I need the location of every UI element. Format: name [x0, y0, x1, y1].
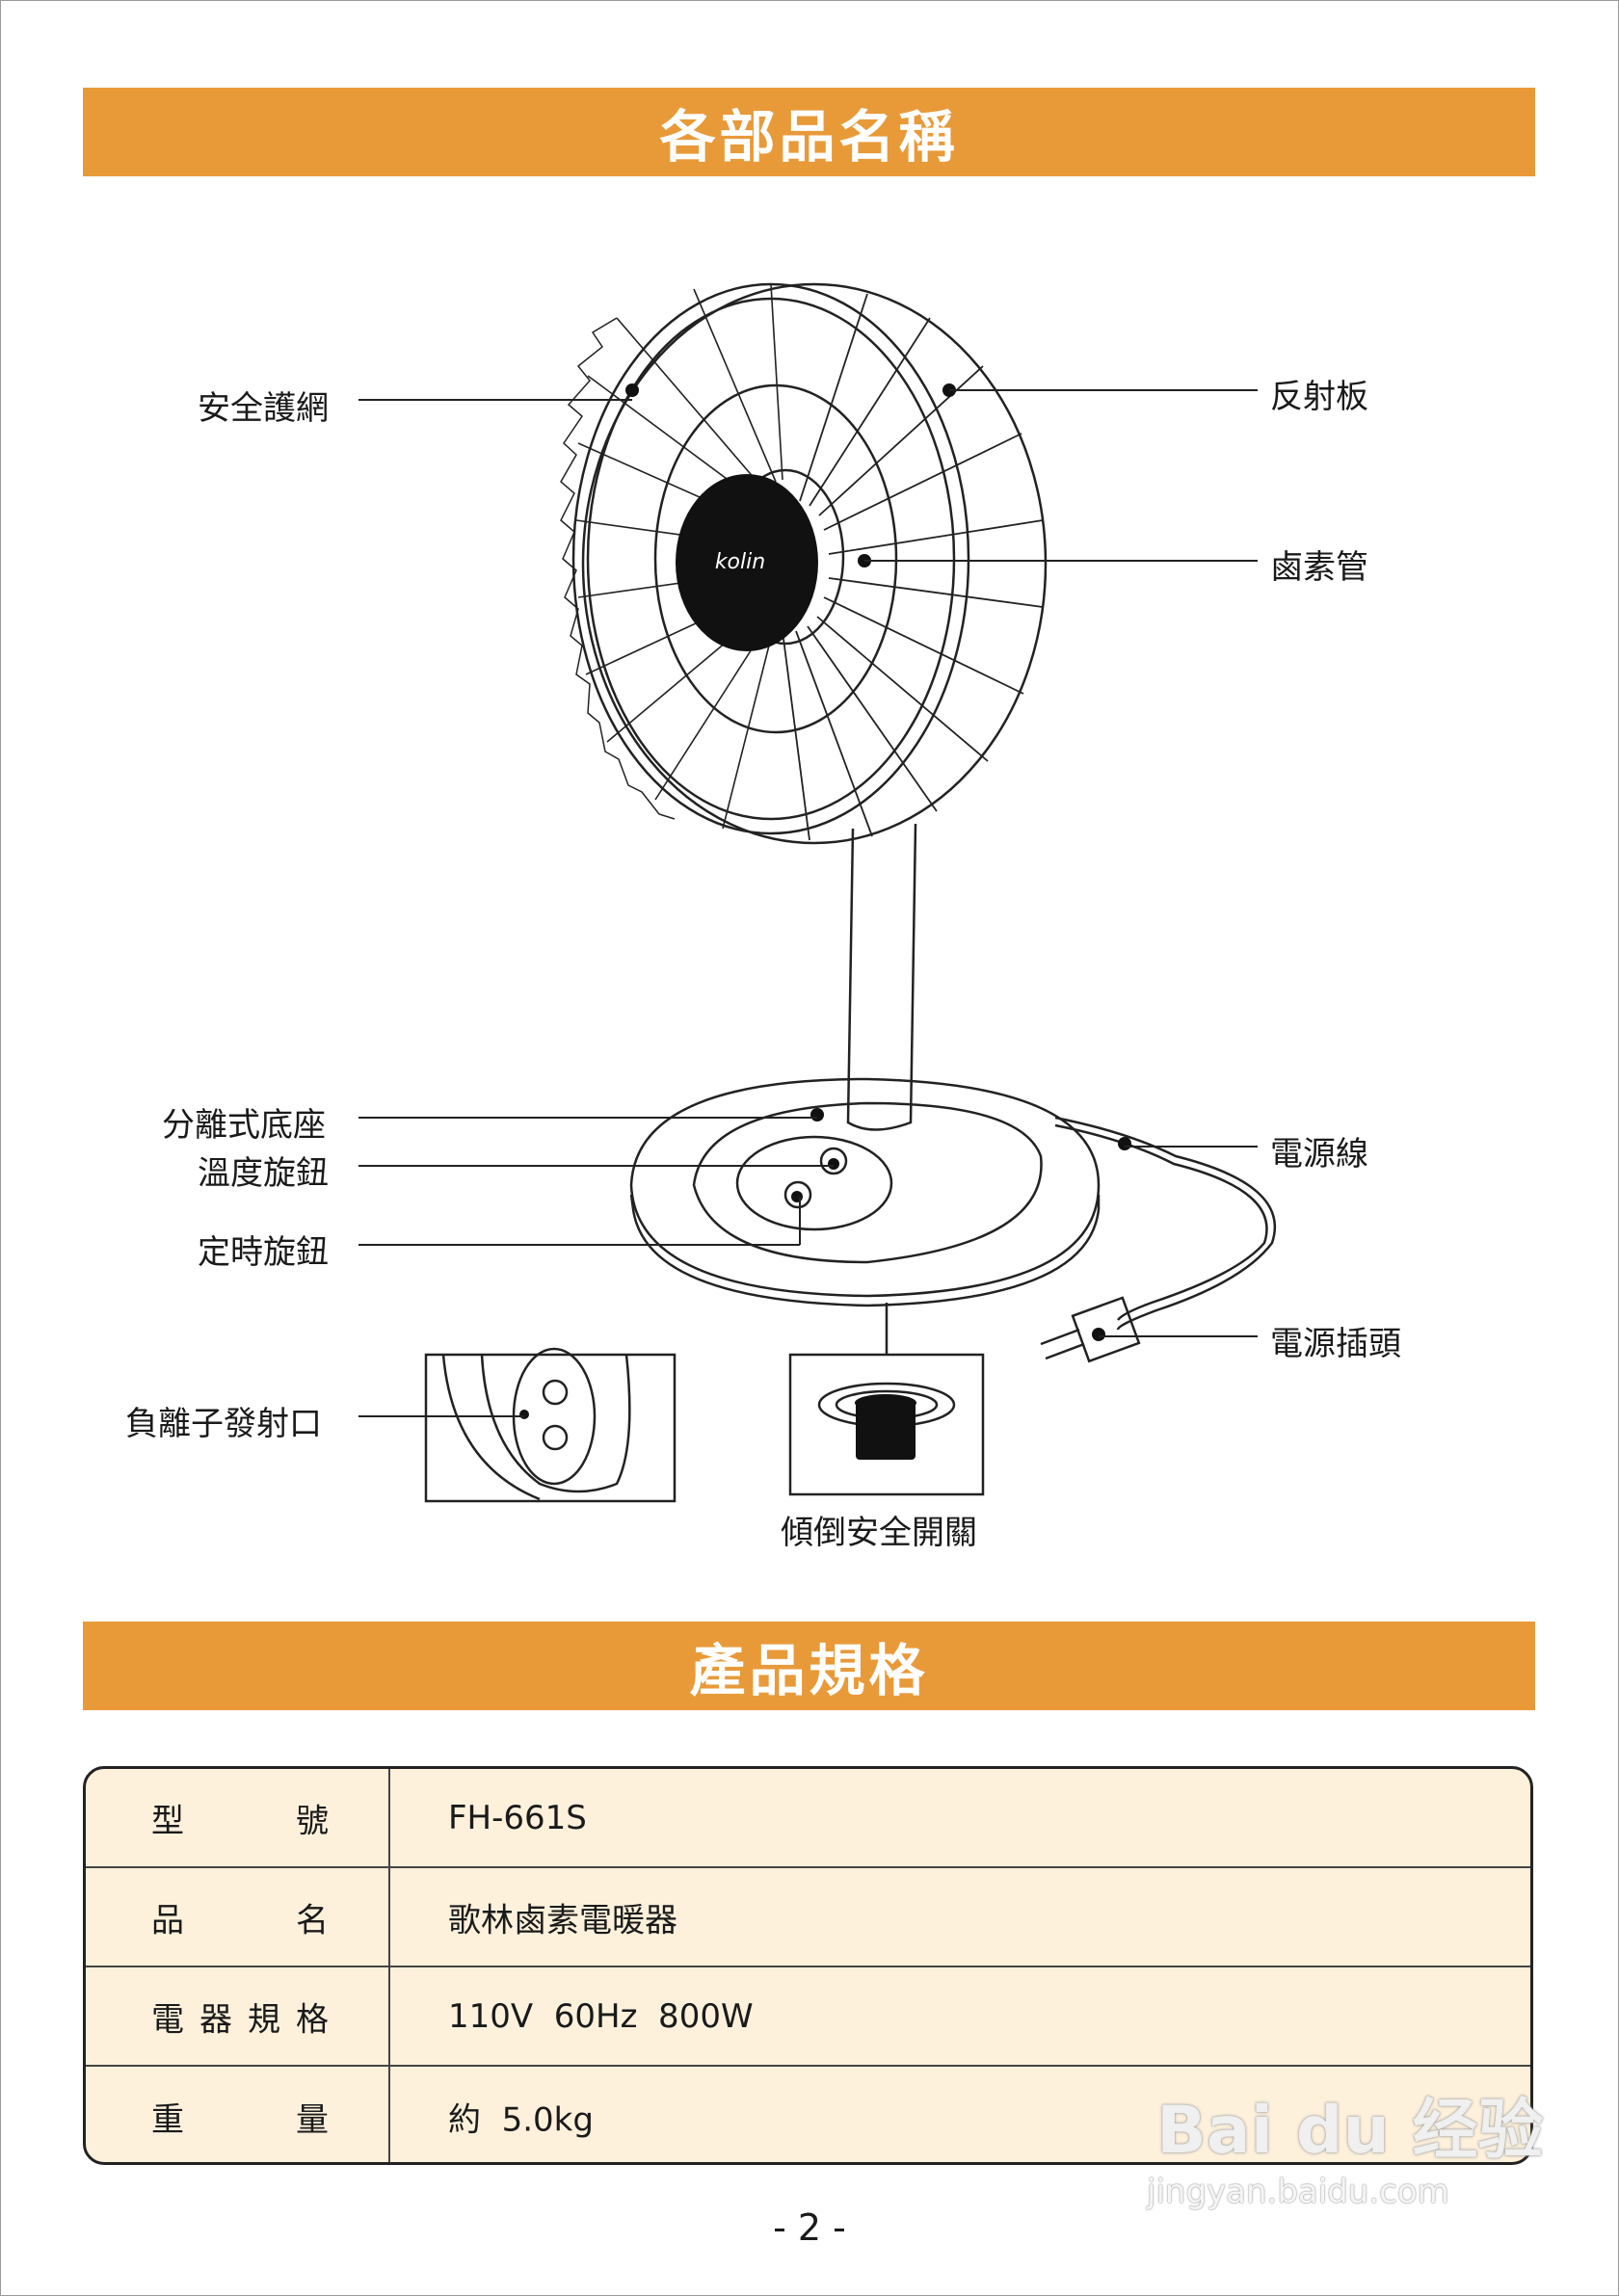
- heater-base-bottom: [629, 1194, 1101, 1307]
- reflector-spokes: [782, 293, 1044, 841]
- plug-body: [1071, 1296, 1141, 1363]
- spec-value-electrical: 110V 60Hz 800W: [448, 1996, 754, 2036]
- spec-key-char: 器: [199, 2000, 232, 2039]
- spec-value-weight: 約 5.0kg: [448, 2100, 594, 2139]
- spec-key-char: 號: [296, 1802, 329, 1840]
- grille-circle-mid: [653, 383, 898, 734]
- label-temperature-knob: 溫度旋鈕: [198, 1154, 329, 1193]
- specs-section-title: 產品規格: [689, 1638, 929, 1703]
- spec-key: 品 名: [86, 1868, 390, 1966]
- label-ion-outlet: 負離子發射口: [125, 1405, 322, 1443]
- grille-ring-inner: [586, 297, 956, 821]
- label-reflector: 反射板: [1270, 378, 1368, 416]
- heater-neck: [846, 823, 917, 1131]
- spec-table: 型 號 FH-661S 品 名 歌林鹵素電暖器 電 器 規 格 110V 60H…: [83, 1766, 1533, 2165]
- spec-row-model: 型 號 FH-661S: [86, 1769, 1530, 1868]
- page-number: - 2 -: [773, 2206, 846, 2249]
- label-safety-grille: 安全護網: [198, 389, 329, 428]
- label-power-cord: 電源線: [1270, 1135, 1368, 1174]
- watermark-main: Bai du 经验: [1156, 2093, 1544, 2169]
- spec-key-char: 名: [296, 1901, 329, 1940]
- spec-key-char: 型: [151, 1802, 184, 1840]
- brand-logo: kolin: [715, 550, 765, 574]
- label-power-plug: 電源插頭: [1270, 1325, 1401, 1363]
- spec-key: 重 量: [86, 2067, 390, 2162]
- spec-key-char: 規: [248, 2000, 280, 2039]
- spec-value-model: FH-661S: [448, 1798, 587, 1837]
- label-tip-over-switch: 傾倒安全開關: [781, 1514, 977, 1552]
- heater-base: [629, 1077, 1101, 1298]
- baidu-watermark: Bai du 经验 jingyan.baidu.com: [1147, 2047, 1544, 2240]
- timer-knob-shape: [783, 1180, 812, 1209]
- spec-row-electrical: 電 器 規 格 110V 60Hz 800W: [86, 1967, 1530, 2067]
- spec-key-char: 量: [296, 2100, 329, 2139]
- spec-key: 電 器 規 格: [86, 1967, 390, 2065]
- grille-teeth: [560, 317, 676, 820]
- watermark-url: jingyan.baidu.com: [1147, 2173, 1449, 2211]
- ion-outlet-inset: [424, 1353, 677, 1503]
- spec-row-product-name: 品 名 歌林鹵素電暖器: [86, 1868, 1530, 1967]
- power-cord-path: [1054, 1116, 1277, 1331]
- base-inner-track: [692, 1101, 1043, 1264]
- control-panel: [735, 1135, 893, 1231]
- temperature-knob-shape: [819, 1147, 848, 1175]
- spec-key-char: 電: [151, 2000, 184, 2039]
- spec-row-weight: 重 量 約 5.0kg: [86, 2067, 1530, 2162]
- specs-section-banner: 產品規格: [83, 1622, 1535, 1710]
- label-halogen-tube: 鹵素管: [1270, 548, 1368, 587]
- spec-key: 型 號: [86, 1769, 390, 1866]
- heater-diagram: kolin: [358, 282, 1277, 1503]
- label-timer-knob: 定時旋鈕: [198, 1233, 329, 1272]
- spec-key-char: 格: [296, 2000, 329, 2039]
- spec-value-product-name: 歌林鹵素電暖器: [448, 1901, 677, 1940]
- spec-key-char: 品: [151, 1901, 184, 1940]
- reflector-dish: [581, 282, 1048, 845]
- parts-section-title: 各部品名稱: [659, 104, 959, 170]
- brand-emblem: [676, 474, 818, 651]
- parts-section-banner: 各部品名稱: [83, 88, 1535, 176]
- spec-key-char: 重: [151, 2100, 184, 2139]
- label-detachable-base: 分離式底座: [162, 1106, 326, 1145]
